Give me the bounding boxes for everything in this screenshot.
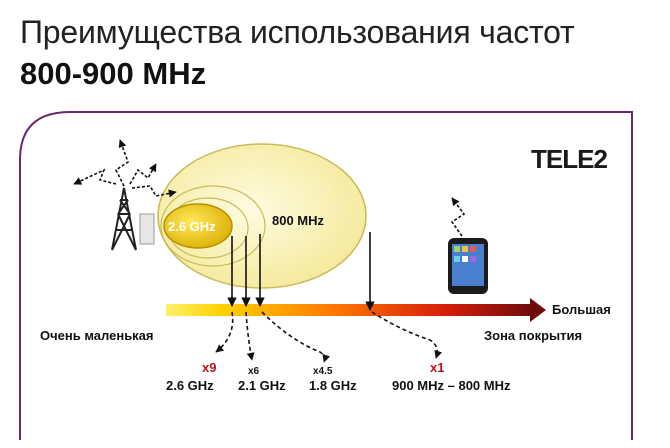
- svg-text:TELE2: TELE2: [531, 144, 607, 174]
- signal-arrow-icon: [74, 140, 176, 196]
- large-circle-label: 800 MHz: [272, 213, 325, 228]
- band-arrows: [216, 312, 437, 362]
- band-multiplier-800: x1: [430, 360, 444, 375]
- band-freq-800: 900 MHz – 800 MHz: [392, 378, 511, 393]
- cell-tower-icon: [112, 188, 154, 250]
- band-multiplier-1800: x4.5: [313, 366, 333, 377]
- smartphone-icon: [448, 238, 488, 294]
- band-multiplier-2600: x9: [202, 360, 216, 375]
- band-freq-2600: 2.6 GHz: [166, 378, 214, 393]
- small-circle-label: 2.6 GHz: [168, 219, 216, 234]
- coverage-scale-bar: [166, 304, 534, 316]
- coverage-scale-arrowhead: [530, 298, 546, 322]
- axis-left-label: Очень маленькая: [40, 328, 154, 343]
- band-freq-2100: 2.1 GHz: [238, 378, 286, 393]
- band-freq-1800: 1.8 GHz: [309, 378, 357, 393]
- phone-signal-arrow-icon: [452, 198, 464, 236]
- axis-right-label-bottom: Зона покрытия: [484, 328, 582, 343]
- band-multiplier-2100: x6: [248, 366, 260, 377]
- axis-right-label-top: Большая: [552, 302, 611, 317]
- tele2-logo: TELE2: [531, 144, 607, 174]
